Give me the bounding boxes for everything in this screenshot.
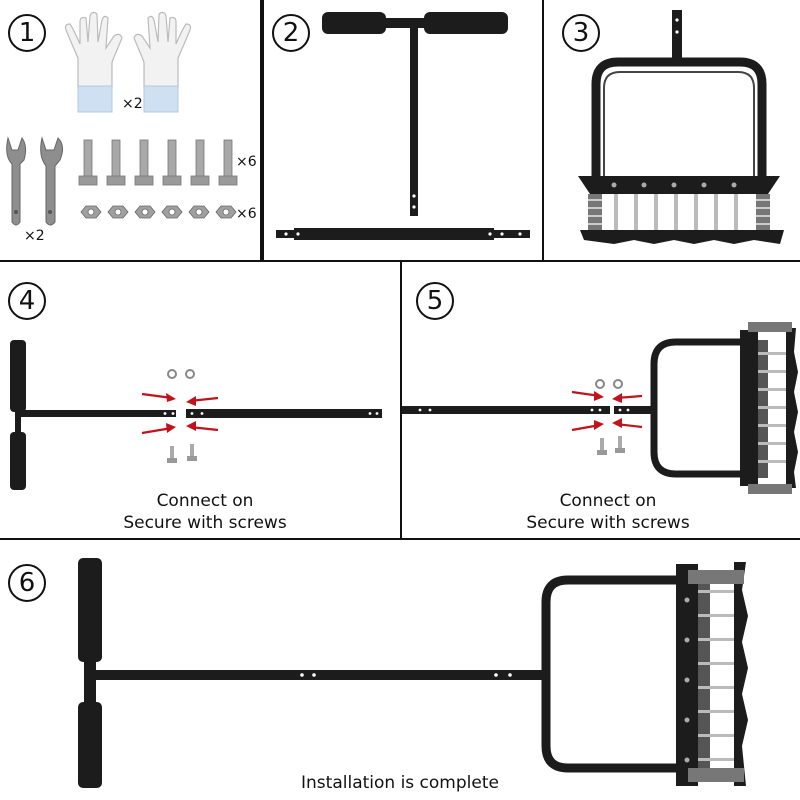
glove-icon <box>133 11 192 113</box>
bolts-group <box>78 139 238 186</box>
bolt-icon <box>106 139 126 186</box>
arrow-icon <box>571 390 604 401</box>
step-5-number: 5 <box>416 282 454 320</box>
bolts-quantity: ×6 <box>236 154 257 170</box>
t-handle-icon <box>10 340 176 490</box>
assembled-aerator-illustration <box>78 558 748 788</box>
gloves-quantity: ×2 <box>122 96 143 112</box>
arrow-icon <box>612 393 643 403</box>
bolt-icon <box>597 438 607 455</box>
tines-group <box>698 590 738 761</box>
extension-pole-icon <box>186 409 382 418</box>
step-3-number: 3 <box>562 14 600 52</box>
t-handle-icon <box>78 558 328 788</box>
nut-icon <box>188 205 210 219</box>
step-5-caption-line-2: Secure with screws <box>526 513 690 533</box>
step-4-illustration <box>10 340 382 490</box>
step-5-caption-line-1: Connect on <box>559 491 657 511</box>
nut-icon <box>167 369 177 379</box>
step-4-panel: 4 Connect on Secure with screws <box>0 262 402 540</box>
nut-icon <box>613 379 623 389</box>
spring-icon <box>588 194 602 230</box>
extension-pole-icon <box>402 406 610 414</box>
wrenches-quantity: ×2 <box>24 228 45 244</box>
step-2-number: 2 <box>272 14 310 52</box>
wrench-icon <box>6 136 27 226</box>
bolt-icon <box>78 139 98 186</box>
arrow-icon <box>141 423 176 435</box>
tines-group <box>614 194 738 234</box>
step-4-caption: Connect on Secure with screws <box>105 490 305 534</box>
arrow-icon <box>612 418 643 429</box>
glove-icon <box>64 11 123 113</box>
arrow-icon <box>141 392 176 402</box>
nut-icon <box>161 205 183 219</box>
nuts-quantity: ×6 <box>236 206 257 222</box>
arrow-icon <box>571 420 604 432</box>
aerator-head-icon <box>578 10 784 244</box>
step-6-number: 6 <box>8 564 46 602</box>
bolt-icon <box>187 444 197 461</box>
step-4-caption-line-2: Secure with screws <box>123 513 287 533</box>
aerator-head-icon <box>541 562 748 786</box>
bolt-icon <box>162 139 182 186</box>
step-1-panel: 1 <box>0 0 262 262</box>
step-3-panel: 3 <box>544 0 800 262</box>
arrow-icon <box>186 396 219 406</box>
step-6-caption: Installation is complete <box>301 773 499 793</box>
nut-icon <box>134 205 156 219</box>
nut-icon <box>80 205 102 219</box>
bolt-icon <box>167 446 177 463</box>
tines-group <box>758 352 788 463</box>
t-handle-icon <box>322 12 508 216</box>
aerator-head-illustration <box>578 10 784 244</box>
nuts-group <box>80 205 237 219</box>
nut-icon <box>185 369 195 379</box>
nut-icon <box>215 205 237 219</box>
step-4-number: 4 <box>8 282 46 320</box>
wrench-icon <box>40 136 64 226</box>
nut-icon <box>595 379 605 389</box>
step-2-panel: 2 <box>262 0 544 262</box>
step-5-illustration <box>402 322 798 494</box>
bolt-icon <box>134 139 154 186</box>
bolt-icon <box>190 139 210 186</box>
extension-pole-icon <box>326 670 542 680</box>
step-5-panel: 5 <box>402 262 800 540</box>
extension-pole-icon <box>276 228 530 240</box>
step-4-caption-line-1: Connect on <box>156 491 254 511</box>
step-1-number: 1 <box>8 14 46 52</box>
spring-icon <box>756 194 770 230</box>
aerator-head-icon <box>614 322 798 494</box>
step-5-caption: Connect on Secure with screws <box>508 490 708 534</box>
bolt-icon <box>615 436 625 453</box>
bolt-icon <box>218 139 238 186</box>
nut-icon <box>107 205 129 219</box>
arrow-icon <box>186 421 219 432</box>
step-6-panel: 6 <box>0 540 800 800</box>
parts-illustration <box>6 11 238 226</box>
handle-parts-illustration <box>276 12 530 240</box>
